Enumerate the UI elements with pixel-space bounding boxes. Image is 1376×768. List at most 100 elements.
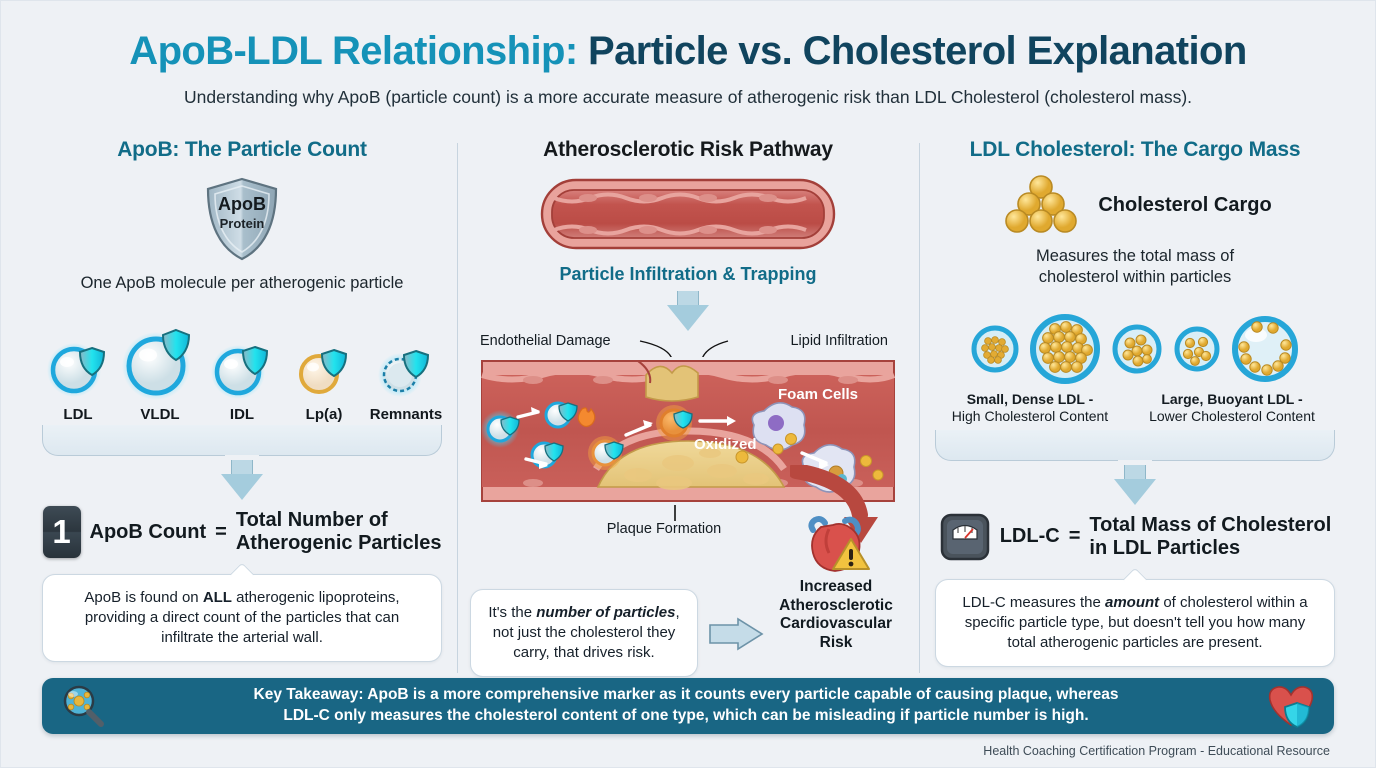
info-text-bold: number of particles [536, 604, 676, 621]
flow-arrow-left [221, 474, 263, 500]
equation-left: ApoB Count [89, 520, 207, 543]
info-text-bold: amount [1104, 593, 1160, 611]
list-item: IDL [206, 328, 278, 423]
equation-left: LDL-C [999, 525, 1060, 548]
lipoprotein-particle-row: LDL VLDL IDL [42, 319, 442, 423]
equation-right-line2: in LDL Particles [1089, 536, 1241, 559]
small-dense-label: Small, Dense LDL - High Cholesterol Cont… [935, 391, 1125, 426]
cargo-label: Cholesterol Cargo [1098, 193, 1272, 216]
ldl-particle-icon [47, 343, 106, 397]
page-title-accent: ApoB-LDL Relationship: [129, 29, 578, 73]
large-buoyant-label: Large, Buoyant LDL - Lower Cholesterol C… [1129, 391, 1335, 426]
equation-right: Total Mass of Cholesterol in LDL Particl… [1089, 514, 1331, 560]
annotation-lipid-infiltration: Lipid Infiltration [790, 333, 888, 349]
inflammation-flame-icon [577, 407, 596, 428]
cargo-caption-line2: cholesterol within particles [1038, 268, 1232, 287]
heart-warning-icon [808, 516, 870, 572]
particle-label: IDL [229, 406, 255, 423]
shield-label-secondary: Protein [219, 216, 265, 231]
flow-arrow-stem [231, 460, 253, 474]
equation-right-line1: Total Mass of Cholesterol [1089, 514, 1332, 537]
middle-info-box: It's the number of particles, not just t… [470, 589, 698, 677]
risk-label-line2: Atherosclerotic [779, 596, 893, 614]
page-title-main: Particle vs. Cholesterol Explanation [577, 29, 1247, 73]
list-item: VLDL [122, 322, 196, 423]
callout-tip [229, 562, 255, 587]
ldlc-info-box: LDL-C measures the amount of cholesterol… [935, 567, 1335, 667]
apob-equation: 1 ApoB Count = Total Number of Atherogen… [42, 506, 442, 558]
takeaway-text: Key Takeaway: ApoB is a more comprehensi… [106, 685, 1266, 727]
list-item: LDL [42, 328, 114, 423]
lpa-particle-icon [299, 348, 348, 394]
particle-group-brace [42, 425, 442, 456]
foam-cell-icon [751, 402, 806, 451]
left-column: ApoB: The Particle Count ApoB Protein On… [42, 138, 442, 662]
page-subtitle: Understanding why ApoB (particle count) … [183, 87, 1193, 107]
middle-column: Atherosclerotic Risk Pathway Particle In… [470, 138, 906, 687]
risk-arrow-right [709, 617, 764, 651]
large-buoyant-label-line1: Large, Buoyant LDL - [1161, 390, 1303, 407]
particle-label: LDL [63, 406, 93, 423]
list-item: Remnants [370, 330, 442, 423]
particle-label: Remnants [369, 406, 443, 423]
large-buoyant-ldl-icon [1232, 315, 1298, 382]
column-divider-left [457, 143, 458, 673]
flow-arrow-right [1114, 478, 1156, 505]
ldl-group-brace [935, 429, 1335, 461]
apob-info-box: ApoB is found on ALL atherogenic lipopro… [42, 562, 442, 662]
cholesterol-cargo-icon [1005, 175, 1078, 233]
risk-outcome: Increased Atherosclerotic Cardiovascular… [766, 515, 906, 652]
shield-label-primary: ApoB [218, 194, 266, 214]
list-item: Lp(a) [288, 330, 360, 423]
page-title: ApoB-LDL Relationship: Particle vs. Chol… [0, 29, 1376, 74]
info-text-bold: ALL [202, 589, 232, 606]
flow-arrow-stem-right [1124, 464, 1146, 479]
cargo-caption-line1: Measures the total mass of [1035, 247, 1235, 265]
annotation-oxidized: Oxidized [694, 436, 757, 453]
right-column-heading: LDL Cholesterol: The Cargo Mass [969, 138, 1301, 161]
sparse-ldl-icon-2 [1174, 326, 1220, 372]
info-text-post: , not just the cholesterol they carry, t… [492, 604, 680, 661]
flow-arrow-stem-mid [677, 291, 699, 305]
shield-icon: ApoB Protein [202, 176, 282, 262]
heart-shield-icon [1268, 686, 1314, 728]
info-text-post: atherogenic lipoproteins, providing a di… [84, 589, 400, 646]
callout-tip [1122, 567, 1148, 592]
small-dense-label-line1: Small, Dense LDL - [966, 390, 1094, 407]
middle-subheading: Particle Infiltration & Trapping [559, 264, 817, 284]
footer-text: Health Coaching Certification Program - … [983, 744, 1330, 758]
oxidizing-particle [588, 436, 624, 470]
particle-label: Lp(a) [305, 406, 343, 423]
annotation-endothelial-damage: Endothelial Damage [480, 333, 611, 349]
magnifier-particles-icon [63, 685, 104, 727]
equals-sign: = [215, 520, 227, 543]
info-text-pre: LDL-C measures the [962, 593, 1105, 611]
flow-arrow-mid [667, 305, 709, 331]
healthy-artery-icon [540, 178, 836, 250]
risk-label-line3: Cardiovascular Risk [780, 615, 892, 651]
cargo-caption: Measures the total mass of cholesterol w… [935, 246, 1335, 289]
scale-icon [940, 513, 989, 561]
ldlc-equation: LDL-C = Total Mass of Cholesterol in LDL… [935, 511, 1335, 563]
key-takeaway-banner: Key Takeaway: ApoB is a more comprehensi… [42, 678, 1334, 734]
takeaway-line1: Key Takeaway: ApoB is a more comprehensi… [253, 686, 1119, 704]
info-text-pre: ApoB is found on [84, 589, 203, 606]
apob-caption: One ApoB molecule per atherogenic partic… [80, 274, 404, 292]
number-badge: 1 [42, 506, 81, 558]
small-dense-label-line2: High Cholesterol Content [951, 408, 1109, 425]
takeaway-line2: LDL-C only measures the cholesterol cont… [283, 707, 1089, 724]
large-buoyant-label-line2: Lower Cholesterol Content [1149, 408, 1315, 425]
annotation-plaque-formation: Plaque Formation [606, 521, 722, 537]
annotation-leader-lines [639, 340, 729, 357]
shield-glyph [206, 177, 278, 261]
equation-right-line1: Total Number of [235, 509, 388, 532]
idl-particle-icon [211, 345, 269, 399]
dense-ldl-large-icon [1030, 313, 1100, 384]
vldl-particle-icon [122, 328, 191, 400]
oxidized-particle [656, 405, 693, 441]
equals-sign: = [1068, 525, 1081, 548]
info-text-post: of cholesterol within a specific particl… [964, 593, 1308, 651]
plaque-leader-line [674, 505, 676, 521]
ldl-size-particle-row [935, 311, 1335, 387]
equation-right-line2: Atherogenic Particles [235, 532, 442, 554]
